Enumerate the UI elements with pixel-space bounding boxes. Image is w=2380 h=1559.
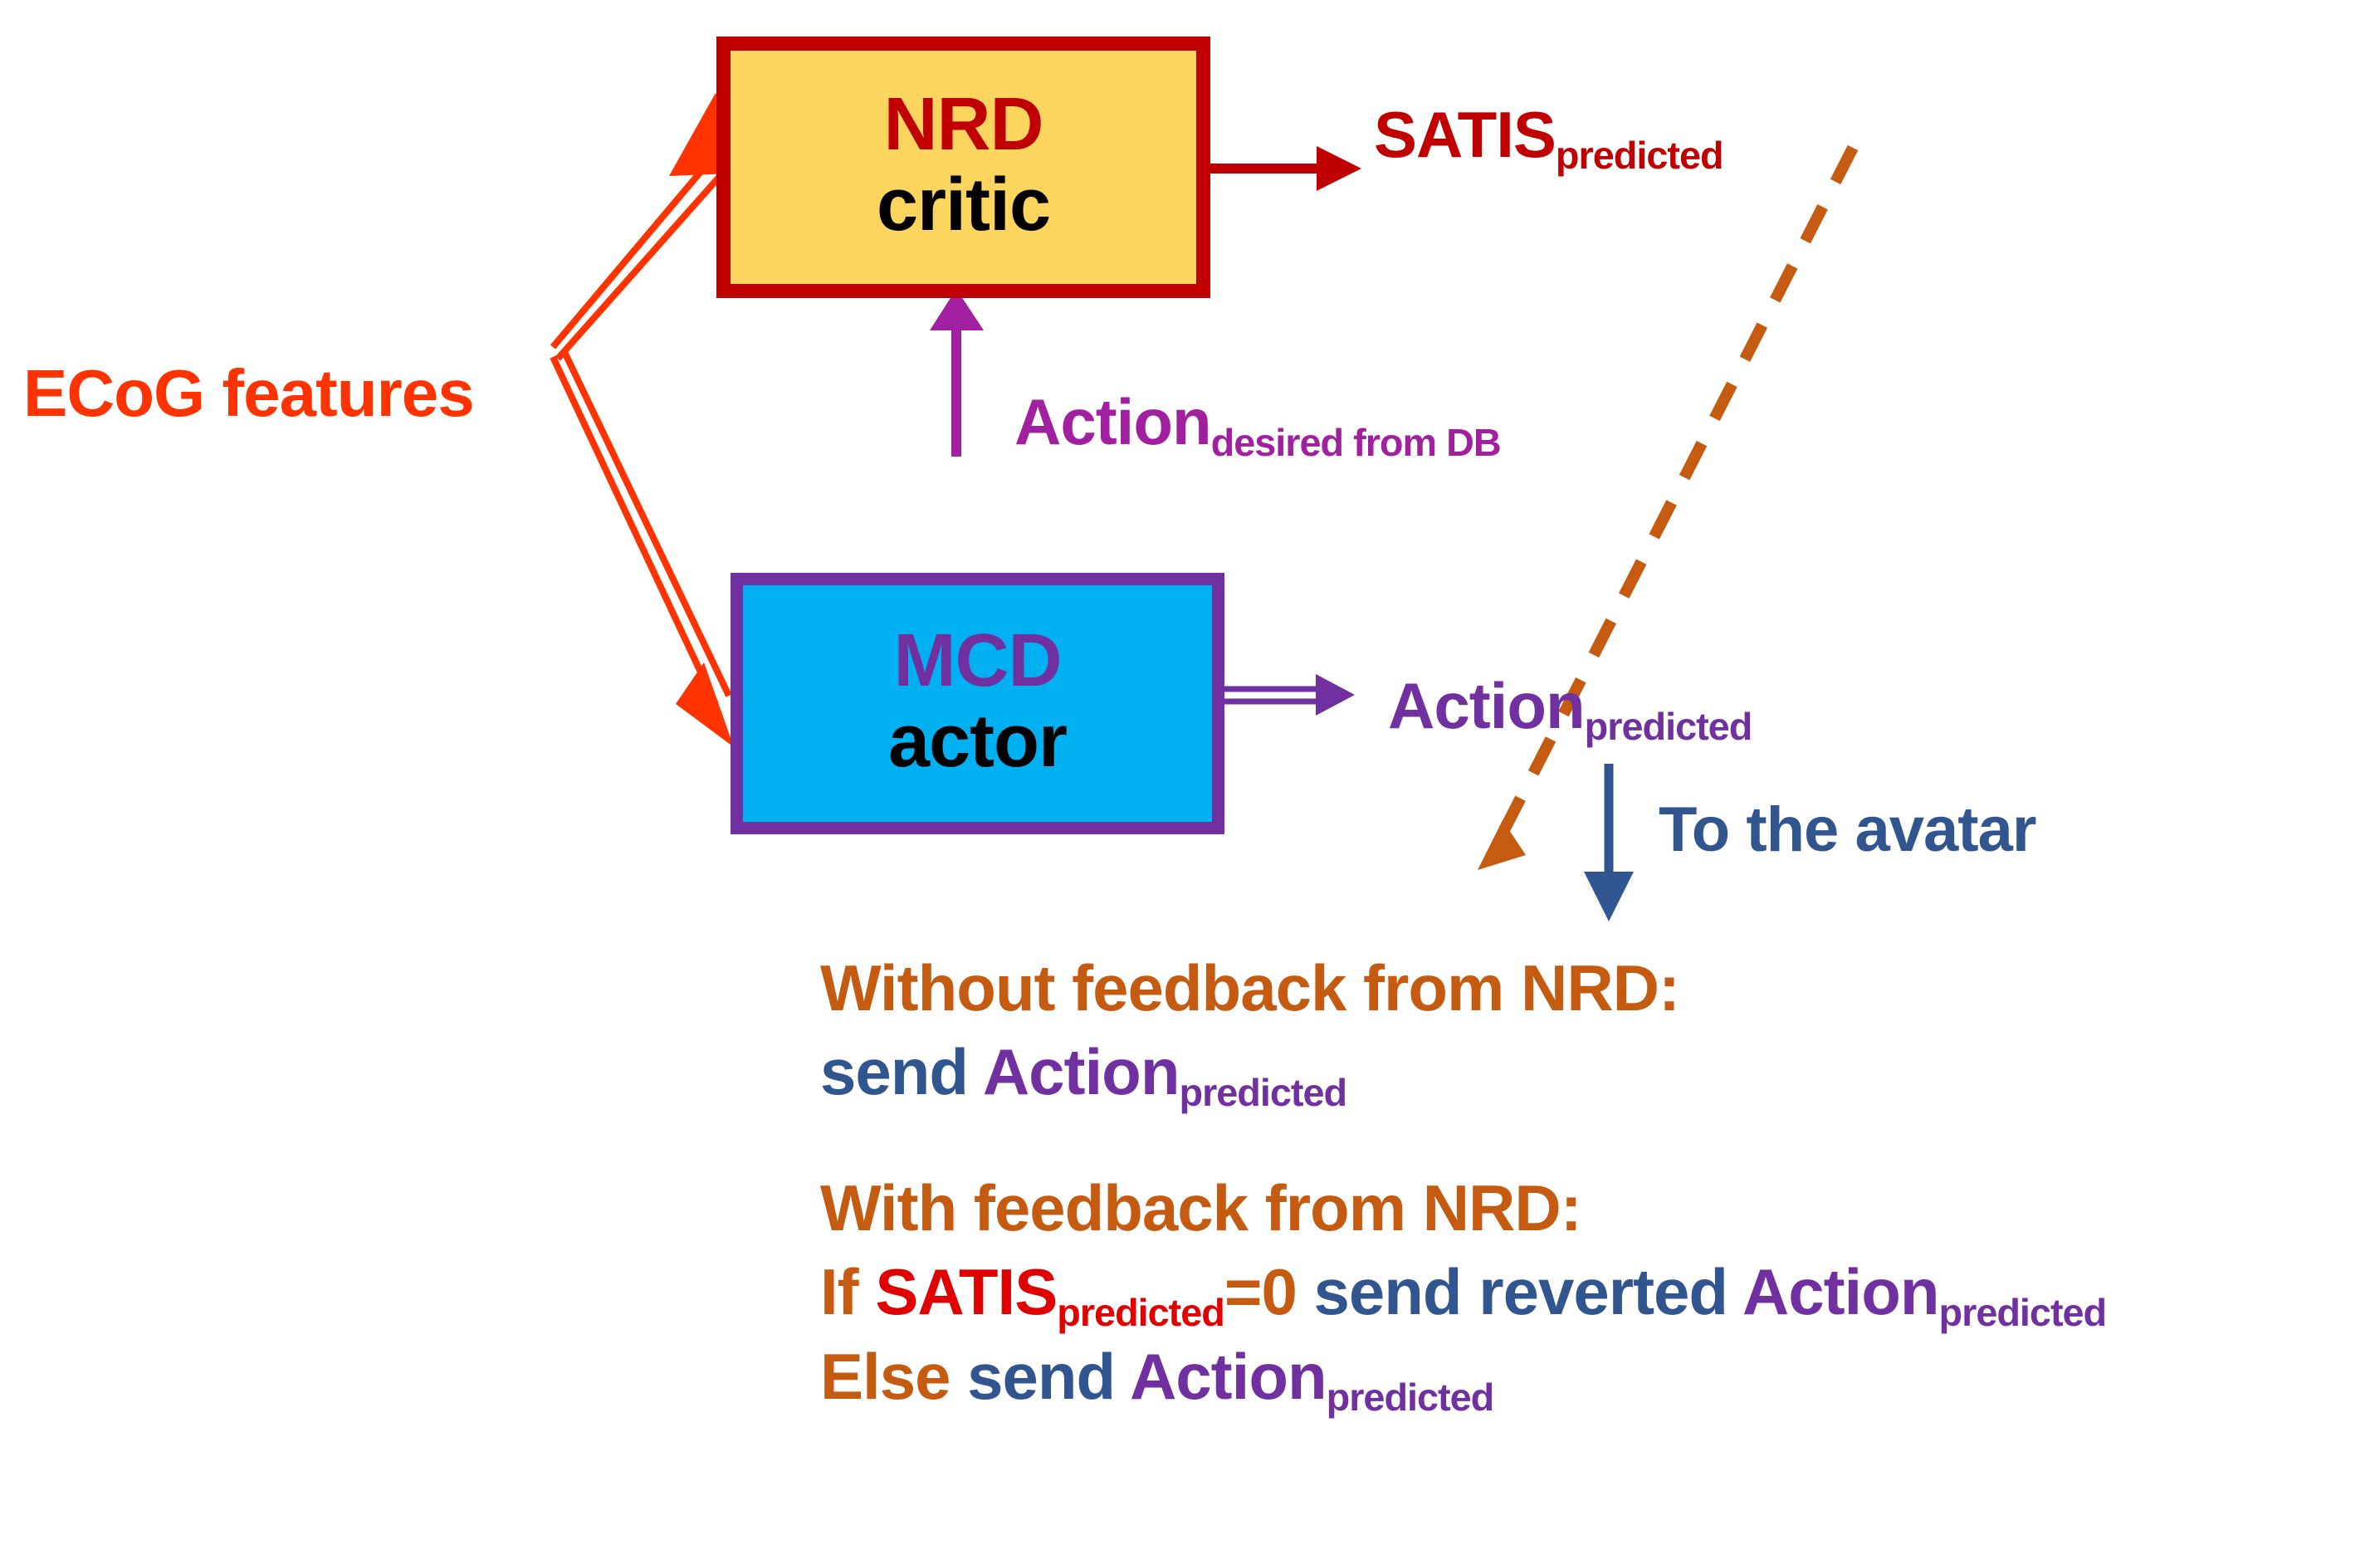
without-action-base: Action (982, 1035, 1180, 1109)
without-send-word: send (820, 1035, 983, 1109)
to-the-avatar-label: To the avatar (1659, 794, 2036, 865)
action-predicted-subscript: predicted (1584, 705, 1753, 749)
to-avatar-arrow (1584, 764, 1634, 921)
ecog-to-mcd-arrow (550, 350, 734, 747)
without-feedback-body: send Actionpredicted (820, 1030, 2364, 1114)
without-action-subscript: predicted (1179, 1071, 1347, 1115)
else-action-base: Action (1129, 1339, 1327, 1413)
mcd-box-title: MCD (893, 619, 1063, 703)
nrd-critic-box[interactable]: NRD critic (716, 37, 1210, 298)
action-desired-label: Actiondesired from DB (1014, 388, 1502, 463)
nrd-box-subtitle: critic (876, 164, 1051, 247)
if-satis-base: SATIS (875, 1255, 1058, 1329)
without-feedback-heading: Without feedback from NRD: (820, 951, 1680, 1024)
ecog-features-label: ECoG features (23, 356, 475, 430)
satis-predicted-base: SATIS (1374, 98, 1557, 171)
nrd-box-title: NRD (883, 83, 1044, 167)
mcd-to-action-arrow (1202, 674, 1355, 716)
if-equals-zero: =0 (1224, 1255, 1314, 1329)
if-keyword: If (820, 1255, 876, 1329)
if-satis-subscript: predicted (1057, 1291, 1225, 1335)
action-predicted-base: Action (1388, 669, 1586, 742)
if-action-base: Action (1742, 1255, 1940, 1329)
else-send-word: send (967, 1339, 1130, 1413)
action-desired-arrow (930, 289, 984, 457)
action-desired-subscript: desired from DB (1210, 421, 1502, 465)
with-feedback-heading: With feedback from NRD: (820, 1170, 1582, 1244)
else-keyword: Else (820, 1339, 968, 1413)
if-action-subscript: predicted (1938, 1291, 2108, 1335)
feedback-notes-block: Without feedback from NRD: send Actionpr… (820, 946, 2364, 1419)
nrd-to-satis-arrow (1200, 146, 1361, 191)
notes-spacer (820, 1115, 2364, 1166)
if-send-reverted: send reverted (1313, 1255, 1742, 1329)
nrd-feedback-dashed-arrow (1478, 144, 1859, 870)
satis-predicted-subscript: predicted (1555, 134, 1724, 178)
else-line: Else send Actionpredicted (820, 1335, 2364, 1419)
action-predicted-label: Actionpredicted (1388, 669, 1752, 747)
else-action-subscript: predicted (1326, 1375, 1495, 1419)
mcd-box-subtitle: actor (887, 700, 1068, 783)
mcd-actor-box[interactable]: MCD actor (731, 573, 1224, 834)
if-satis-condition-line: If SATISpredicted=0 send reverted Action… (820, 1250, 2364, 1334)
satis-predicted-label: SATISpredicted (1374, 98, 1724, 176)
action-desired-base: Action (1014, 385, 1212, 458)
